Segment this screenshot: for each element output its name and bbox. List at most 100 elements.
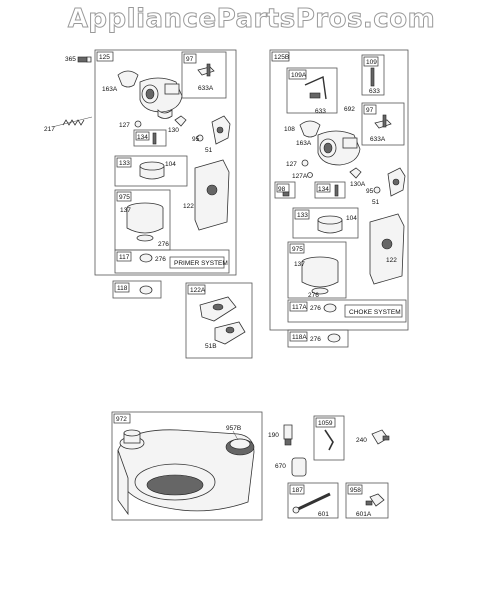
gasket-122a[interactable] [199,296,237,322]
label-122-right: 122 [386,257,397,264]
tag-134-right[interactable]: 134 [318,186,329,193]
choke-lever-633a-right[interactable] [374,114,392,129]
bowl-975-right[interactable] [301,256,339,295]
shaft-109[interactable] [370,67,375,87]
label-276-left-b: 276 [155,256,166,263]
tag-109a[interactable]: 109A [291,72,307,79]
label-633-b2: 633 [369,88,380,95]
part-130-left[interactable] [174,115,187,127]
label-130a: 130A [350,181,366,188]
part-276-choke[interactable] [323,303,337,313]
label-957b: 957B [226,425,241,432]
part-118a[interactable] [327,333,341,343]
label-104-left: 104 [165,161,176,168]
carburetor-left[interactable] [139,77,183,119]
tag-98[interactable]: 98 [278,186,286,193]
label-601a: 601A [356,511,372,518]
part-127-right[interactable] [301,159,309,167]
float-133-left[interactable] [139,161,165,180]
label-163a-left: 163A [102,86,118,93]
label-692: 692 [344,106,355,113]
label-108: 108 [284,126,295,133]
valve-240[interactable] [371,429,390,445]
tag-109[interactable]: 109 [366,59,377,66]
fuel-line-187[interactable] [292,492,331,514]
label-51b: 51B [205,343,217,350]
gasket-51-right[interactable] [387,167,406,197]
tag-133-left[interactable]: 133 [119,160,130,167]
tag-134-left[interactable]: 134 [137,134,148,141]
tag-187[interactable]: 187 [292,487,303,494]
part-95-left[interactable] [196,134,204,142]
label-633a-right: 633A [370,136,386,143]
tag-975-right[interactable]: 975 [292,246,303,253]
label-95-right: 95 [366,188,374,195]
float-133-right[interactable] [317,215,343,234]
tag-117a[interactable]: 117A [292,304,307,311]
tag-97-right[interactable]: 97 [366,107,374,114]
gasket-163a-right[interactable] [299,120,321,138]
fuel-tank-frame [111,411,263,521]
primer-assembly-frame [94,49,237,276]
label-51-left: 51 [205,147,213,154]
tag-118a[interactable]: 118A [292,334,307,341]
label-190: 190 [268,432,279,439]
label-163a-right: 163A [296,140,312,147]
bowl-975-left[interactable] [126,202,164,242]
tag-975-left[interactable]: 975 [119,194,130,201]
tag-122a[interactable]: 122A [190,287,206,294]
part-127-left[interactable] [134,120,142,128]
label-240: 240 [356,437,367,444]
valve-601a[interactable] [365,493,385,507]
tag-118[interactable]: 118 [117,285,128,292]
part-118[interactable] [139,285,153,295]
tag-117[interactable]: 117 [119,254,130,261]
label-127a: 127A [292,173,308,180]
label-365: 365 [65,56,76,63]
label-670: 670 [275,463,286,470]
gasket-51b[interactable] [214,321,246,345]
part-127a[interactable] [307,172,313,178]
part-98[interactable] [282,191,290,197]
label-217: 217 [44,126,55,133]
part-95-right[interactable] [373,186,381,194]
gasket-163a[interactable] [117,70,139,88]
gasket-51-left[interactable] [211,115,231,145]
label-633a-left: 633A [198,85,214,92]
label-104-right: 104 [346,215,357,222]
label-122-left: 122 [183,203,194,210]
tag-97-left[interactable]: 97 [186,56,194,63]
carburetor-right[interactable] [317,130,361,166]
tag-133-right[interactable]: 133 [297,212,308,219]
tag-125b[interactable]: 125B [274,54,289,61]
needle-134-left[interactable] [152,132,157,145]
tag-958[interactable]: 958 [350,487,361,494]
label-276-left-a: 276 [158,241,169,248]
spring-217[interactable] [51,116,93,128]
watermark: AppliancePartsPros.com [67,4,436,35]
fuel-tank-972[interactable] [117,429,255,516]
caption-primer-system: PRIMER SYSTEM [174,260,228,267]
label-601: 601 [318,511,329,518]
gasket-122-right[interactable] [369,213,405,285]
screw-365[interactable] [77,56,92,63]
needle-134-right[interactable] [334,184,339,197]
label-127-right: 127 [286,161,297,168]
tag-972[interactable]: 972 [116,416,127,423]
tag-125[interactable]: 125 [99,54,110,61]
fuel-line-1059[interactable] [324,429,334,451]
label-276-right-a: 276 [308,292,319,299]
choke-lever-633a-left[interactable] [197,63,215,77]
label-51-right: 51 [372,199,380,206]
part-276-primer[interactable] [139,253,153,263]
part-190[interactable] [283,424,293,446]
link-109a[interactable] [304,75,327,100]
label-130-left: 130 [168,127,179,134]
fuel-cap-957b[interactable] [225,430,255,456]
caption-choke-system: CHOKE SYSTEM [349,309,401,316]
filter-670[interactable] [291,457,307,477]
gasket-122-left[interactable] [194,159,230,231]
tag-1059[interactable]: 1059 [318,420,333,427]
part-130a[interactable] [349,167,362,179]
